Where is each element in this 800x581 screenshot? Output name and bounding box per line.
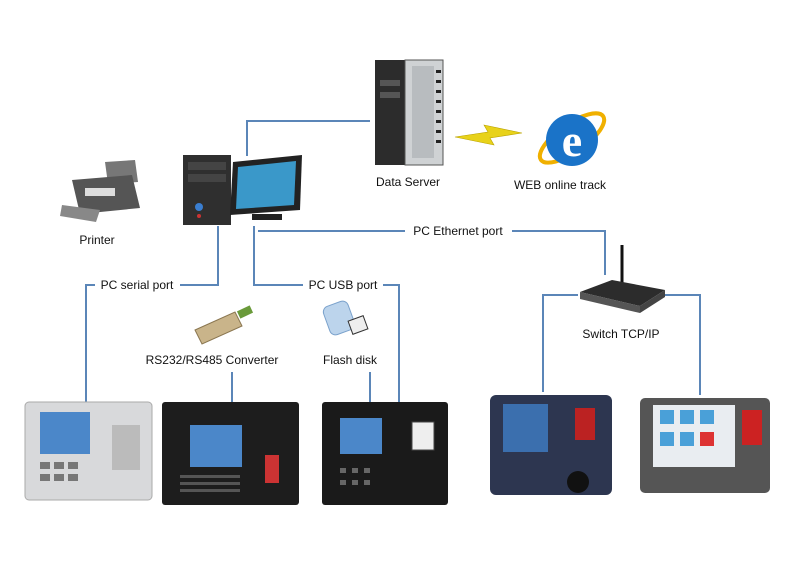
web-browser-icon: e <box>537 111 607 166</box>
terminal-icon <box>24 401 153 501</box>
flash-disk-icon <box>322 300 369 336</box>
serial-line <box>180 226 219 286</box>
switch-icon <box>580 245 665 313</box>
terminal-icon <box>322 402 448 505</box>
terminal-icon <box>162 402 299 505</box>
switch-right-line <box>664 294 701 395</box>
converter-label: RS232/RS485 Converter <box>146 353 279 367</box>
data-server-label: Data Server <box>376 175 440 189</box>
web-online-track-label: WEB online track <box>514 178 607 192</box>
server-icon <box>375 59 444 166</box>
ethernet-line-2 <box>512 230 606 275</box>
terminal-icon <box>490 395 612 495</box>
svg-text:e: e <box>562 115 582 166</box>
switch-left-line <box>542 294 578 392</box>
serial-line-2 <box>85 284 95 402</box>
pc-serial-port-label: PC serial port <box>101 278 174 292</box>
usb-line <box>253 226 303 286</box>
pc-usb-port-label: PC USB port <box>309 278 378 292</box>
switch-label: Switch TCP/IP <box>582 327 659 341</box>
lightning-icon <box>454 124 523 146</box>
printer-label: Printer <box>79 233 114 247</box>
pc-server-line <box>246 120 370 156</box>
usb-line-2 <box>383 284 400 402</box>
pc-icon <box>183 155 302 225</box>
flash-disk-label: Flash disk <box>323 353 378 367</box>
converter-icon <box>194 305 254 345</box>
connectors <box>85 120 701 402</box>
terminal-icon <box>640 398 770 493</box>
pc-ethernet-port-label: PC Ethernet port <box>413 224 503 238</box>
printer-icon <box>60 160 140 222</box>
